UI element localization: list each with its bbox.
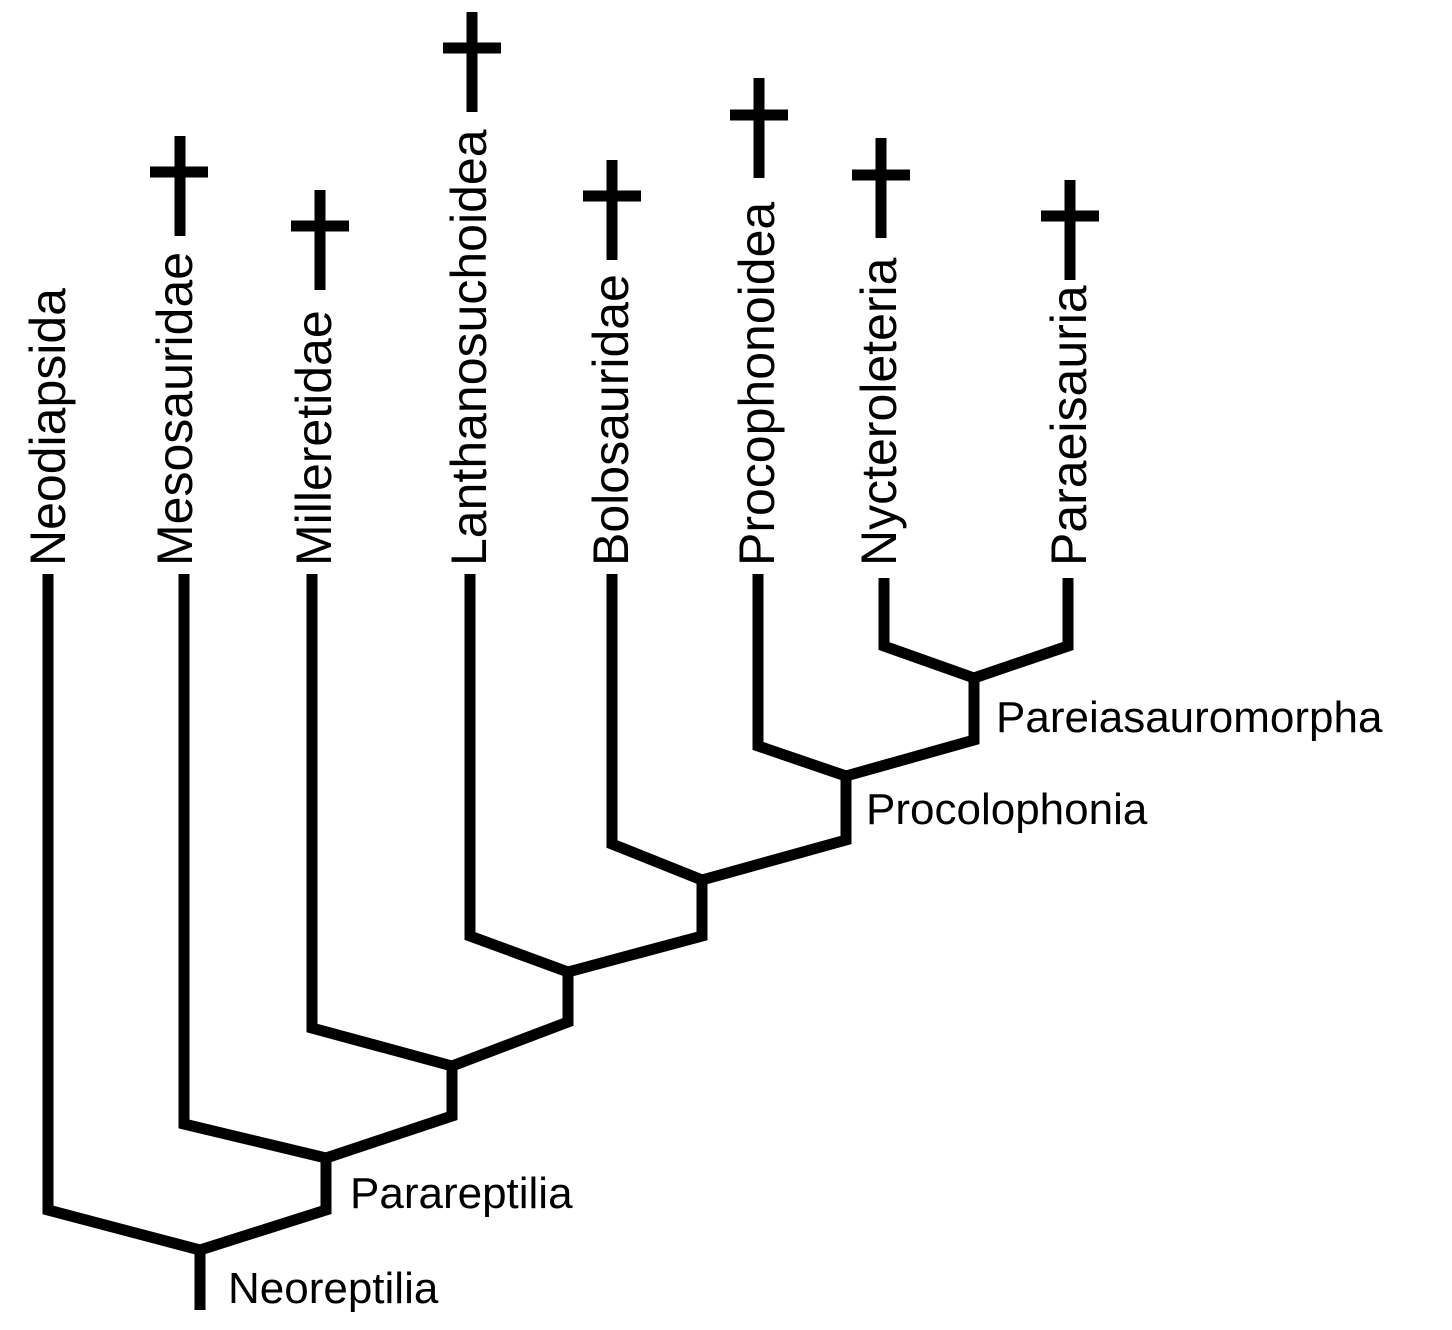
dagger-icon: [150, 136, 208, 236]
clade-label-procolophonia: Procolophonia: [866, 785, 1148, 834]
taxon-label-neodiapsida: Neodiapsida: [20, 288, 76, 566]
taxon-label-mesosauridae: Mesosauridae: [147, 252, 203, 566]
dagger-icon: [583, 160, 641, 260]
branch-parareptilia: [198, 1158, 332, 1256]
branch-mesosauridae-sister: [324, 1066, 458, 1164]
branch-mesosauridae: [178, 574, 328, 1164]
taxon-label-lanthanosuchoidea: Lanthanosuchoidea: [441, 129, 497, 566]
taxon-label-bolosauridae: Bolosauridae: [583, 274, 639, 566]
clade-labels: Neoreptilia Parareptilia Procolophonia P…: [228, 693, 1383, 1313]
extinction-markers: [150, 12, 1099, 290]
dagger-icon: [730, 78, 788, 178]
branch-procolophonia: [700, 776, 852, 886]
branch-neodiapsida: [42, 574, 202, 1256]
taxon-label-procophonoidea: Procophonoidea: [729, 202, 785, 566]
branch-pareiasauromorpha: [844, 678, 980, 782]
tree-branches: [42, 574, 1074, 1310]
dagger-icon: [291, 190, 349, 290]
dagger-icon: [852, 138, 910, 238]
taxon-labels: Neodiapsida Mesosauridae Milleretidae La…: [20, 129, 1097, 566]
taxon-label-paraeisauria: Paraeisauria: [1041, 285, 1097, 566]
dagger-icon: [1041, 180, 1099, 280]
branch-lanthanosuchoidea: [464, 574, 570, 978]
branch-nycteroleteria: [878, 578, 976, 684]
clade-label-pareiasauromorpha: Pareiasauromorpha: [996, 693, 1383, 742]
branch-milleretidae: [306, 574, 454, 1072]
dagger-icon: [443, 12, 501, 112]
branch-bolosauridae: [606, 574, 705, 886]
branch-procophonoidea: [752, 574, 848, 782]
taxon-label-nycteroleteria: Nycteroleteria: [851, 257, 907, 566]
clade-label-parareptilia: Parareptilia: [350, 1169, 573, 1218]
taxon-label-milleretidae: Milleretidae: [286, 310, 342, 566]
branch-paraeisauria: [972, 578, 1074, 684]
branch-lanthanosuchoidea-sister: [566, 880, 708, 978]
branch-milleretidae-sister: [450, 972, 574, 1072]
clade-label-neoreptilia: Neoreptilia: [228, 1264, 439, 1313]
